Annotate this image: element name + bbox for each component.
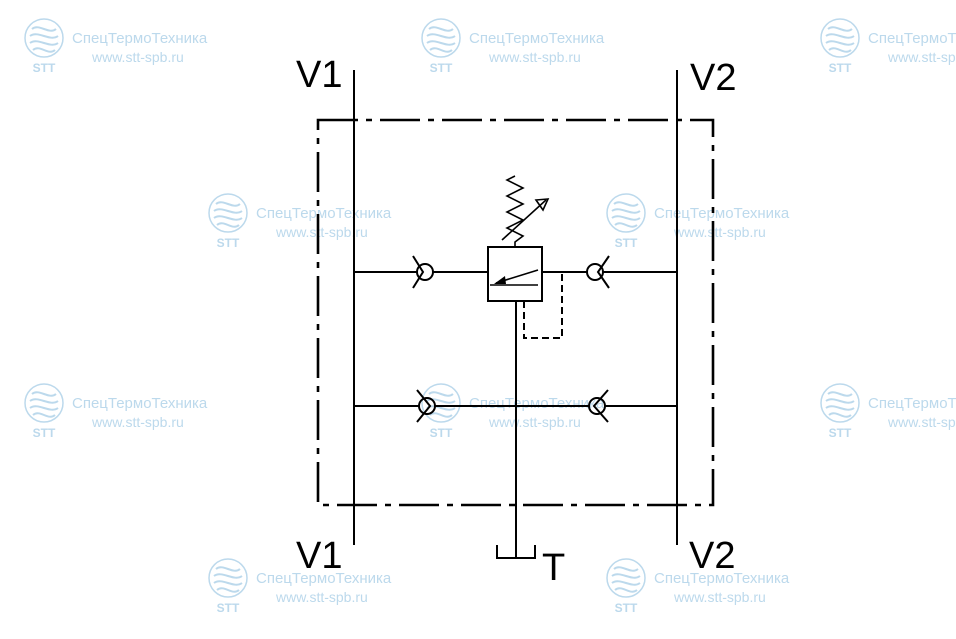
stt-logo-icon — [208, 558, 248, 598]
watermark-url: www.stt-spb.ru — [275, 224, 368, 240]
stt-logo-icon — [208, 193, 248, 233]
watermark-tile-1: STT СпецТермоТехника www.stt-spb.ru — [24, 18, 208, 75]
watermark-tile-3: STT СпецТермоТехника www.stt-spb.ru — [820, 18, 956, 75]
watermark-tile-7: STT СпецТермоТехника www.stt-spb.ru — [421, 383, 605, 440]
check-valve-lower-right — [588, 389, 609, 423]
watermark-url: www.stt-spb.ru — [887, 49, 956, 65]
watermark-abbr: STT — [217, 601, 240, 615]
watermark-tile-9: STT СпецТермоТехника www.stt-spb.ru — [208, 558, 392, 615]
watermark-name: СпецТермоТехника — [469, 30, 605, 47]
watermark-url: www.stt-spb.ru — [673, 589, 766, 605]
watermark-url: www.stt-spb.ru — [673, 224, 766, 240]
watermark-url: www.stt-spb.ru — [275, 589, 368, 605]
watermark-name: СпецТермоТехника — [654, 570, 790, 587]
watermark-tile-2: STT СпецТермоТехника www.stt-spb.ru — [421, 18, 605, 75]
watermark-abbr: STT — [33, 61, 56, 75]
watermark-url: www.stt-spb.ru — [887, 414, 956, 430]
watermark-url: www.stt-spb.ru — [488, 49, 581, 65]
watermark-tile-8: STT СпецТермоТехника www.stt-spb.ru — [820, 383, 956, 440]
stt-logo-icon — [24, 18, 64, 58]
watermark-abbr: STT — [829, 61, 852, 75]
watermark-tile-10: STT СпецТермоТехника www.stt-spb.ru — [606, 558, 790, 615]
pilot-line — [523, 271, 563, 339]
watermark-tile-4: STT СпецТермоТехника www.stt-spb.ru — [208, 193, 392, 250]
check-valve-upper-right — [586, 255, 610, 289]
watermark-abbr: STT — [33, 426, 56, 440]
watermark-name: СпецТермоТехника — [868, 395, 956, 412]
watermark-abbr: STT — [615, 601, 638, 615]
check-valve-upper-left — [412, 255, 434, 289]
stt-logo-icon — [421, 18, 461, 58]
valve-body-boundary — [316, 118, 715, 507]
watermark-url: www.stt-spb.ru — [91, 414, 184, 430]
watermark-name: СпецТермоТехника — [72, 30, 208, 47]
watermark-name: СпецТермоТехника — [654, 205, 790, 222]
watermark-abbr: STT — [615, 236, 638, 250]
watermark-tile-5: STT СпецТермоТехника www.stt-spb.ru — [606, 193, 790, 250]
watermark-abbr: STT — [430, 61, 453, 75]
stt-logo-icon — [820, 18, 860, 58]
port-label-v1-top: V1 — [296, 54, 342, 96]
port-label-v2-bottom: V2 — [689, 535, 735, 577]
relief-valve — [487, 175, 550, 302]
watermark-url: www.stt-spb.ru — [91, 49, 184, 65]
watermark-name: СпецТермоТехника — [72, 395, 208, 412]
spring-icon — [505, 175, 525, 247]
check-valve-lower-left — [416, 389, 436, 423]
stt-logo-icon — [24, 383, 64, 423]
watermark-name: СпецТермоТехника — [256, 570, 392, 587]
watermark-name: СпецТермоТехника — [868, 30, 956, 47]
watermark-name: СпецТермоТехника — [256, 205, 392, 222]
watermark-abbr: STT — [430, 426, 453, 440]
watermark-url: www.stt-spb.ru — [488, 414, 581, 430]
port-label-v2-top: V2 — [690, 57, 736, 99]
watermark-tile-6: STT СпецТермоТехника www.stt-spb.ru — [24, 383, 208, 440]
watermark-abbr: STT — [829, 426, 852, 440]
stt-logo-icon — [606, 193, 646, 233]
port-label-v1-bottom: V1 — [296, 535, 342, 577]
stt-logo-icon — [820, 383, 860, 423]
stt-logo-icon — [606, 558, 646, 598]
port-label-tank: T — [542, 547, 565, 589]
watermark-abbr: STT — [217, 236, 240, 250]
tank-symbol — [496, 545, 536, 559]
watermark-name: СпецТермоТехника — [469, 395, 605, 412]
